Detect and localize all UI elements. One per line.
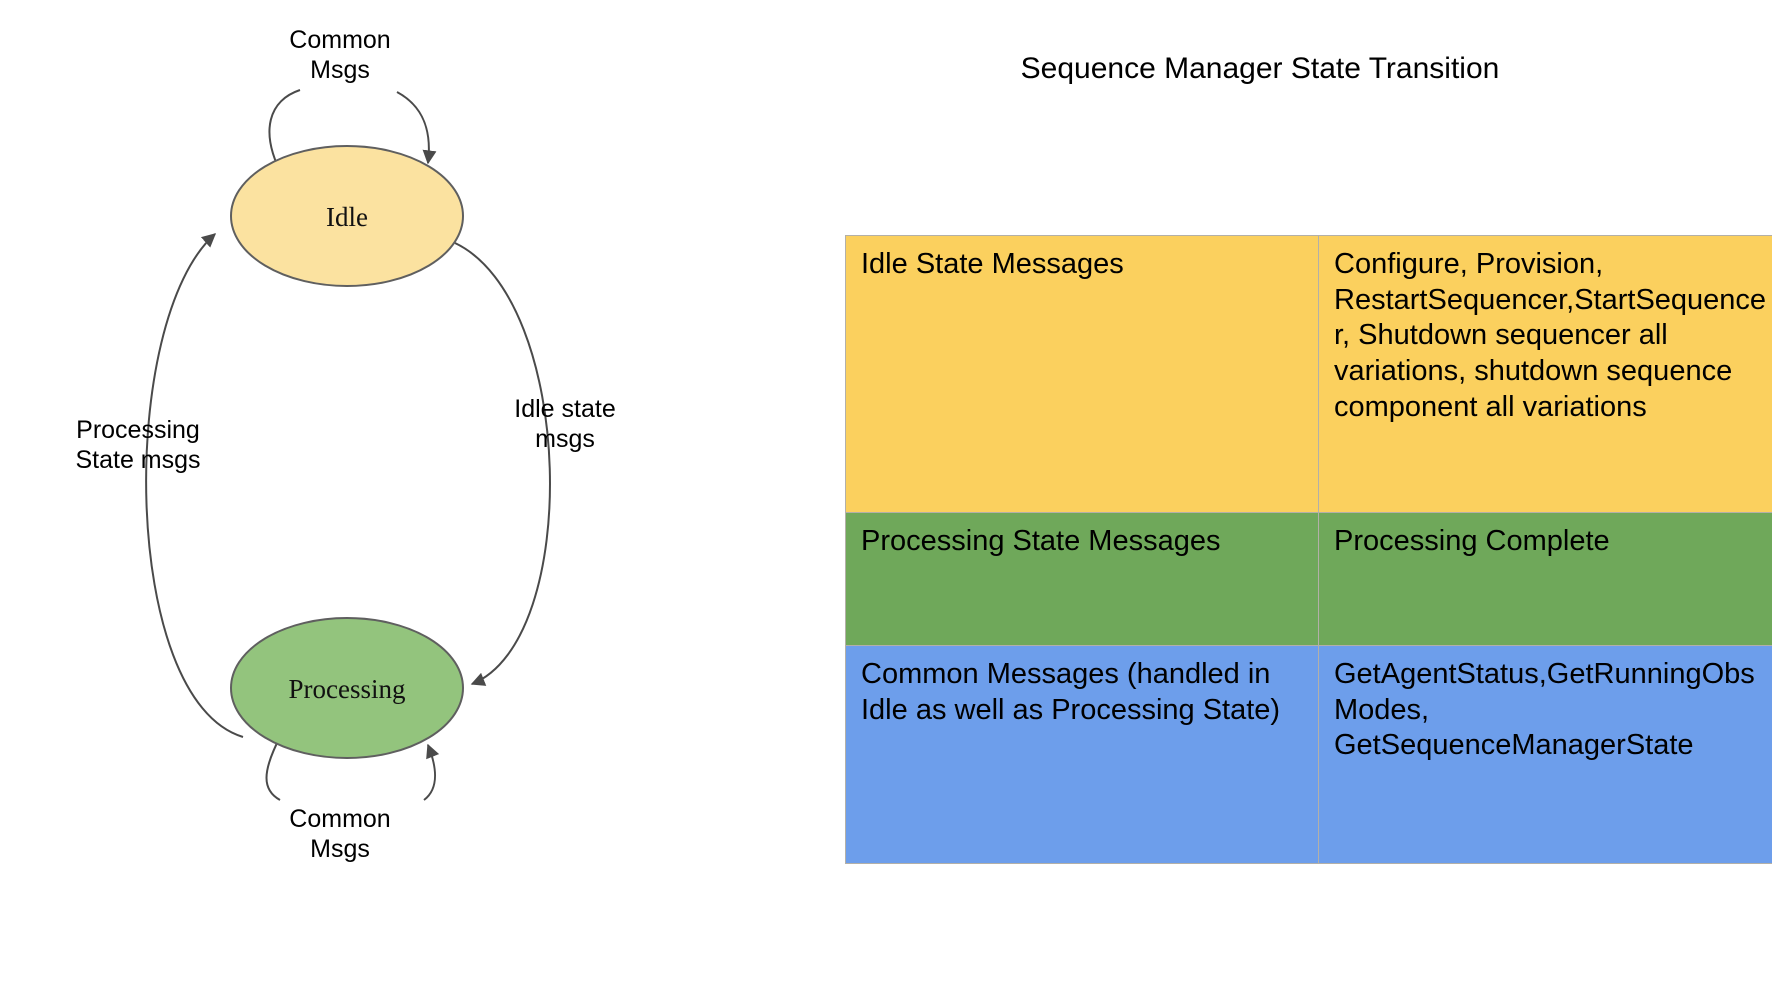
state-diagram-canvas: Processing State msgs Idle state msgs Co… xyxy=(75,26,616,863)
processing-to-idle-arrow xyxy=(145,233,244,738)
messages-panel: Sequence Manager State Transition Idle S… xyxy=(800,0,1772,994)
idle-state-label: Idle xyxy=(326,202,368,232)
processing-to-idle-label-line2: State msgs xyxy=(75,446,200,474)
processing-to-idle-label-line1: Processing xyxy=(76,416,200,444)
processing-state-label: Processing xyxy=(289,674,406,704)
transition-processing-to-idle: Processing State msgs xyxy=(75,233,244,738)
common-messages-list: GetAgentStatus,GetRunningObsModes, GetSe… xyxy=(1318,645,1772,864)
common-messages-category: Common Messages (handled in Idle as well… xyxy=(845,645,1319,864)
processing-self-loop-label-line2: Msgs xyxy=(310,835,370,863)
processing-self-loop-arrow xyxy=(423,743,440,801)
state-messages-table: Idle State Messages Configure, Provision… xyxy=(845,235,1772,864)
state-transition-diagram: Processing State msgs Idle state msgs Co… xyxy=(0,0,800,994)
transition-processing-self-loop: Common Msgs xyxy=(265,736,440,863)
processing-state-messages-category: Processing State Messages xyxy=(845,512,1319,646)
transition-idle-self-loop: Common Msgs xyxy=(268,26,437,178)
idle-ellipse[interactable] xyxy=(230,145,464,287)
transition-idle-to-processing: Idle state msgs xyxy=(454,242,616,686)
idle-state-messages-list: Configure, Provision, RestartSequencer,S… xyxy=(1318,235,1772,513)
processing-state-messages-list: Processing Complete xyxy=(1318,512,1772,646)
processing-self-loop-label-line1: Common xyxy=(289,805,390,833)
idle-self-loop-label-line2: Msgs xyxy=(310,56,370,84)
idle-to-processing-label-line1: Idle state xyxy=(514,395,615,423)
processing-self-loop-tail xyxy=(265,736,281,801)
idle-to-processing-label-line2: msgs xyxy=(535,425,595,453)
idle-self-loop-arrow xyxy=(396,91,437,165)
table-row: Processing State Messages Processing Com… xyxy=(845,512,1772,646)
idle-self-loop-label-line1: Common xyxy=(289,26,390,54)
idle-to-processing-arrow xyxy=(454,242,551,686)
idle-state-messages-category: Idle State Messages xyxy=(845,235,1319,513)
table-row: Common Messages (handled in Idle as well… xyxy=(845,645,1772,864)
processing-ellipse[interactable] xyxy=(230,617,464,759)
state-node-processing[interactable]: Processing xyxy=(230,617,464,759)
state-node-idle[interactable]: Idle xyxy=(230,145,464,287)
page-title: Sequence Manager State Transition xyxy=(1020,52,1500,85)
table-row: Idle State Messages Configure, Provision… xyxy=(845,235,1772,513)
